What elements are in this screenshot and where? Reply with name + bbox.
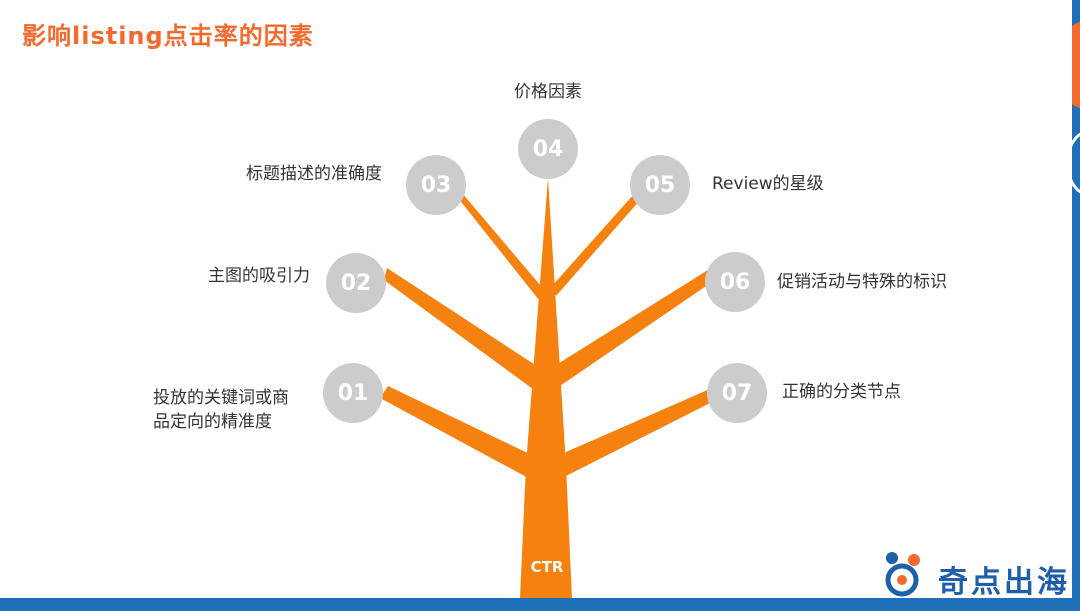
factor-02-circle: 02: [326, 253, 386, 313]
factor-03-circle: 03: [406, 155, 466, 215]
ctr-tree-diagram: [380, 178, 716, 598]
brand-logo: 奇点出海: [880, 548, 1072, 600]
tree-branch-06: [556, 270, 712, 388]
factor-04-label: 价格因素: [514, 82, 582, 102]
page-title: 影响listing点击率的因素: [22, 22, 314, 50]
logo-text: 奇点出海: [938, 565, 1070, 600]
tree-branch-01: [380, 386, 538, 480]
ctr-root-label: CTR: [530, 558, 564, 576]
factor-03-label: 标题描述的准确度: [246, 164, 382, 184]
factor-06-label: 促销活动与特殊的标识: [777, 272, 947, 292]
tree-branch-02: [384, 268, 546, 392]
factor-05-circle: 05: [630, 155, 690, 215]
logo-mark-icon: [885, 552, 920, 597]
factor-05-label: Review的星级: [712, 174, 824, 194]
tree-branch-03: [458, 193, 546, 300]
factor-06-circle: 06: [705, 252, 765, 312]
factor-07-circle: 07: [707, 363, 767, 423]
factor-07-label: 正确的分类节点: [782, 382, 901, 402]
factor-04-circle: 04: [518, 119, 578, 179]
factor-02-label: 主图的吸引力: [208, 266, 310, 286]
tree-trunk: [520, 178, 572, 598]
tree-branch-05: [552, 194, 640, 296]
tree-branch-07: [562, 388, 716, 478]
factor-01-circle: 01: [323, 363, 383, 423]
factor-01-label: 投放的关键词或商 品定向的精准度: [153, 388, 289, 432]
slide-canvas: 影响listing点击率的因素 04 03 05 02 06 01 07 价格因…: [0, 0, 1072, 600]
